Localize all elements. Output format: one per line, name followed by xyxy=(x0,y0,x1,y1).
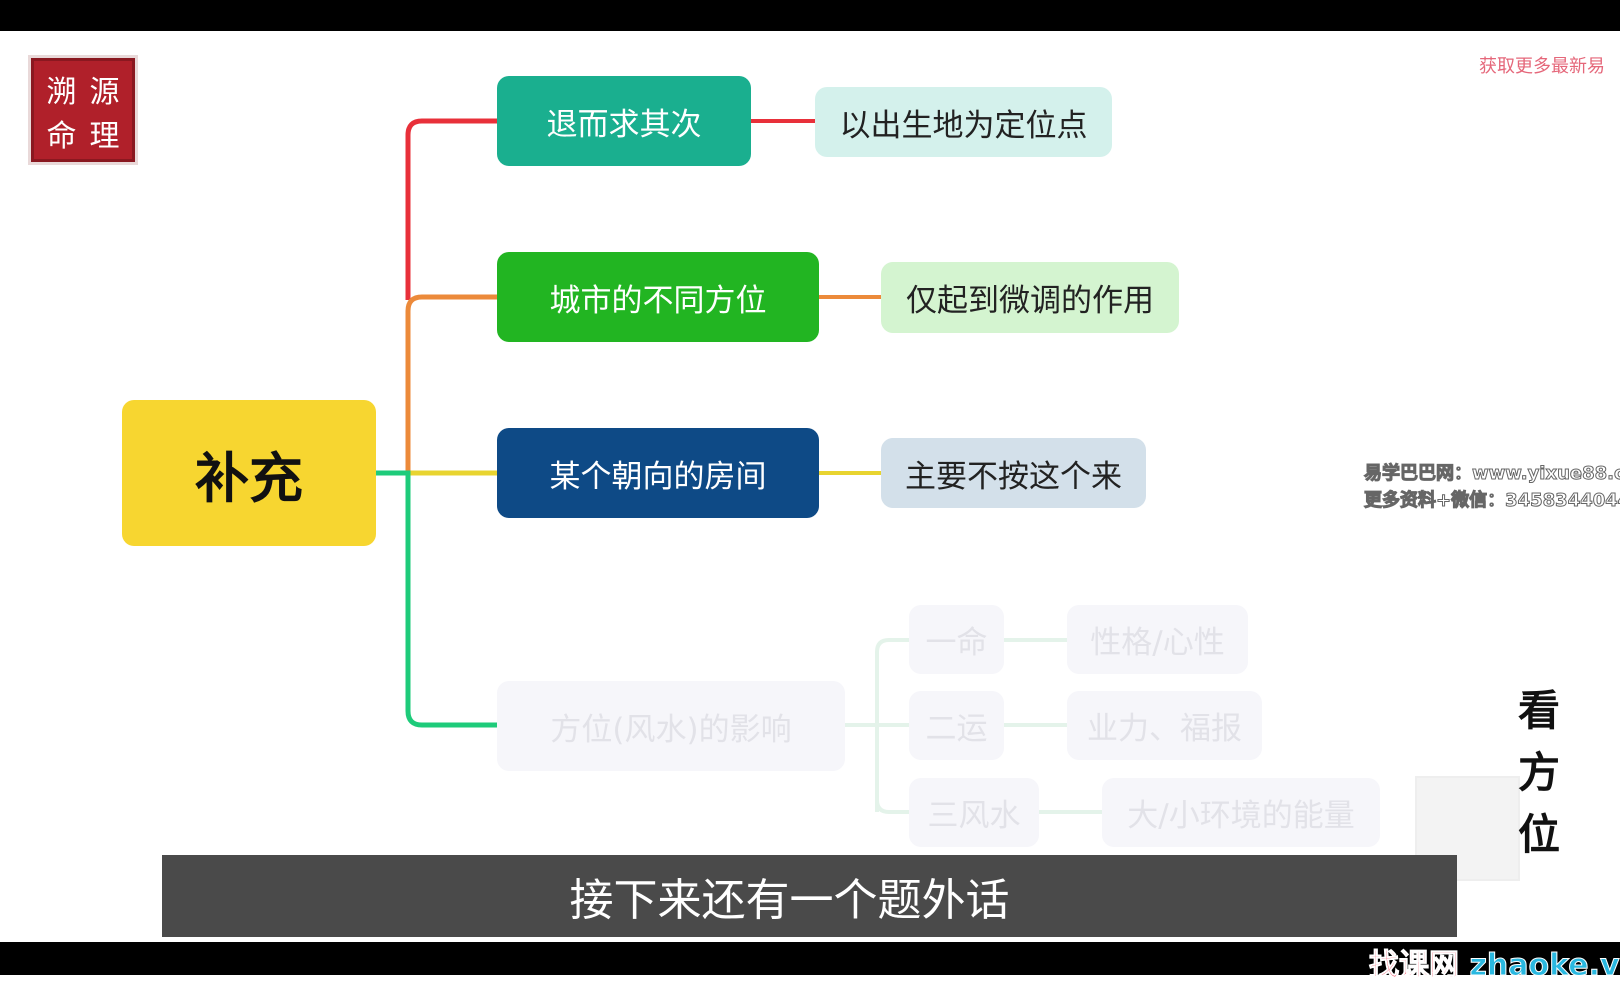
watermark-cn: 找课网 xyxy=(1369,948,1460,984)
watermark-line: 更多资料+微信：3458344044 xyxy=(1363,490,1620,512)
side-title-char: 看 xyxy=(1518,686,1561,735)
leaf-node-1[interactable]: 以出生地为定位点 xyxy=(815,87,1112,157)
connector-red xyxy=(405,118,497,300)
subtitle-bar: 接下来还有一个题外话 xyxy=(162,855,1457,937)
branch-node-4[interactable]: 方位(风水)的影响 xyxy=(497,681,845,771)
sub-node-3[interactable]: 三风水 xyxy=(909,778,1039,847)
watermark-en: zhaoke.vip xyxy=(1469,948,1620,984)
branch-node-3[interactable]: 某个朝向的房间 xyxy=(497,428,819,518)
top-black-bar xyxy=(0,0,1620,31)
leaf-node-3[interactable]: 主要不按这个来 xyxy=(881,438,1146,508)
watermark-line: 易学巴巴网：www.yixue88.cn xyxy=(1363,463,1620,485)
logo-char: 理 xyxy=(89,119,120,154)
side-title-char: 方 xyxy=(1518,748,1561,797)
sub-leaf-3[interactable]: 大/小环境的能量 xyxy=(1102,778,1380,847)
side-watermark: 易学巴巴网：www.yixue88.cn 更多资料+微信：3458344044 xyxy=(1363,460,1620,514)
branch-node-1[interactable]: 退而求其次 xyxy=(497,76,751,166)
connector-orange xyxy=(405,294,497,473)
bottom-black-bar xyxy=(0,942,1620,975)
seal-logo: 溯 源 命 理 xyxy=(31,58,135,162)
sub-leaf-2[interactable]: 业力、福报 xyxy=(1067,691,1262,760)
sub-node-2[interactable]: 二运 xyxy=(909,691,1004,760)
leaf-node-2[interactable]: 仅起到微调的作用 xyxy=(881,262,1179,333)
side-title: 看 方 位 xyxy=(1518,680,1560,866)
faded-connectors xyxy=(845,638,1102,814)
sub-leaf-1[interactable]: 性格/心性 xyxy=(1067,605,1248,674)
subtitle-text: 接下来还有一个题外话 xyxy=(569,875,1010,926)
branch-node-2[interactable]: 城市的不同方位 xyxy=(497,252,819,342)
logo-char: 命 xyxy=(46,119,77,154)
side-title-char: 位 xyxy=(1518,810,1561,859)
logo-char: 源 xyxy=(89,75,120,110)
logo-char: 溯 xyxy=(46,75,77,110)
top-watermark: 获取更多最新易 xyxy=(1479,56,1605,77)
connector-green xyxy=(376,470,497,728)
sub-node-1[interactable]: 一命 xyxy=(909,605,1004,674)
bottom-watermark: 找课网 zhaoke.vip xyxy=(1369,940,1620,984)
root-node[interactable]: 补充 xyxy=(122,400,376,546)
